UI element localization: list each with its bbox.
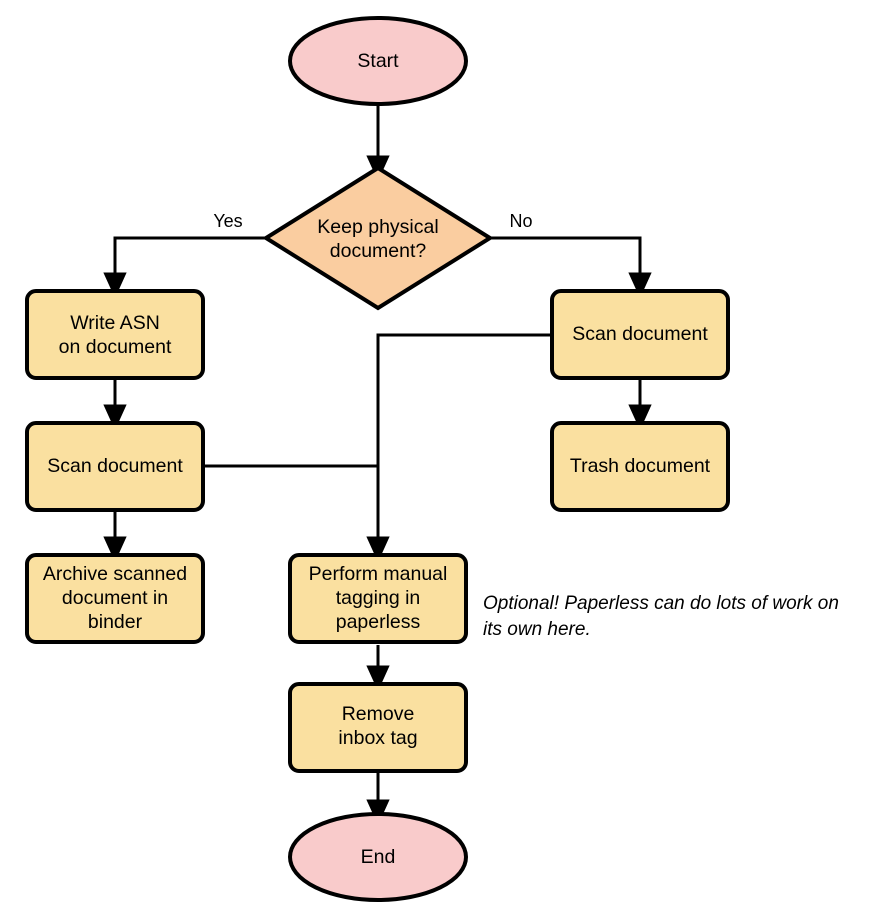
scan-right-label: Scan document [572,323,708,345]
remove-inbox-box-shape [288,682,468,773]
edge-scan-right-to-tagging [366,333,552,563]
node-scan-document-right[interactable]: Scan document [550,289,730,380]
node-trash-document[interactable]: Trash document [550,421,730,512]
connectors [103,103,652,826]
write-asn-label-line2: on document [59,336,172,358]
remove-inbox-label-line1: Remove [342,703,415,725]
edge-decision-yes-to-write-asn [103,236,266,299]
node-archive-scanned-document[interactable]: Archive scanned document in binder [25,553,205,644]
decision-diamond-shape [262,165,494,311]
scan-left-label: Scan document [47,455,183,477]
node-start[interactable]: Start [288,16,468,106]
start-terminator-shape [288,16,468,106]
end-terminator-shape [288,812,468,902]
archive-label-line1: Archive scanned [43,563,187,585]
scan-left-box-shape [25,421,205,512]
remove-inbox-label-line2: inbox tag [338,727,417,749]
start-label: Start [357,50,399,72]
tagging-label-line1: Perform manual [309,563,448,585]
annotation-line2: its own here. [483,619,591,640]
tagging-label-line2: tagging in [336,587,421,609]
decision-label-line2: document? [330,240,427,262]
node-remove-inbox-tag[interactable]: Remove inbox tag [288,682,468,773]
write-asn-box-shape [25,289,205,380]
tagging-label-line3: paperless [336,611,421,633]
node-decision-keep-physical-document[interactable]: Keep physical document? [262,165,494,311]
end-label: End [361,846,396,868]
edge-label-no: No [509,211,532,231]
annotation-note: Optional! Paperless can do lots of work … [483,593,839,640]
tagging-box-shape [288,553,468,644]
edge-decision-no-to-scan-right [490,236,652,299]
decision-label-line1: Keep physical [317,216,438,238]
node-write-asn[interactable]: Write ASN on document [25,289,205,380]
scan-right-box-shape [550,289,730,380]
node-perform-manual-tagging[interactable]: Perform manual tagging in paperless [288,553,468,644]
annotation-line1: Optional! Paperless can do lots of work … [483,593,839,614]
node-end[interactable]: End [288,812,468,902]
node-scan-document-left[interactable]: Scan document [25,421,205,512]
write-asn-label-line1: Write ASN [70,312,160,334]
archive-box-shape [25,553,205,644]
trash-box-shape [550,421,730,512]
trash-label: Trash document [570,455,711,477]
archive-label-line2: document in [62,587,168,609]
archive-label-line3: binder [88,611,143,633]
edge-label-yes: Yes [213,211,242,231]
